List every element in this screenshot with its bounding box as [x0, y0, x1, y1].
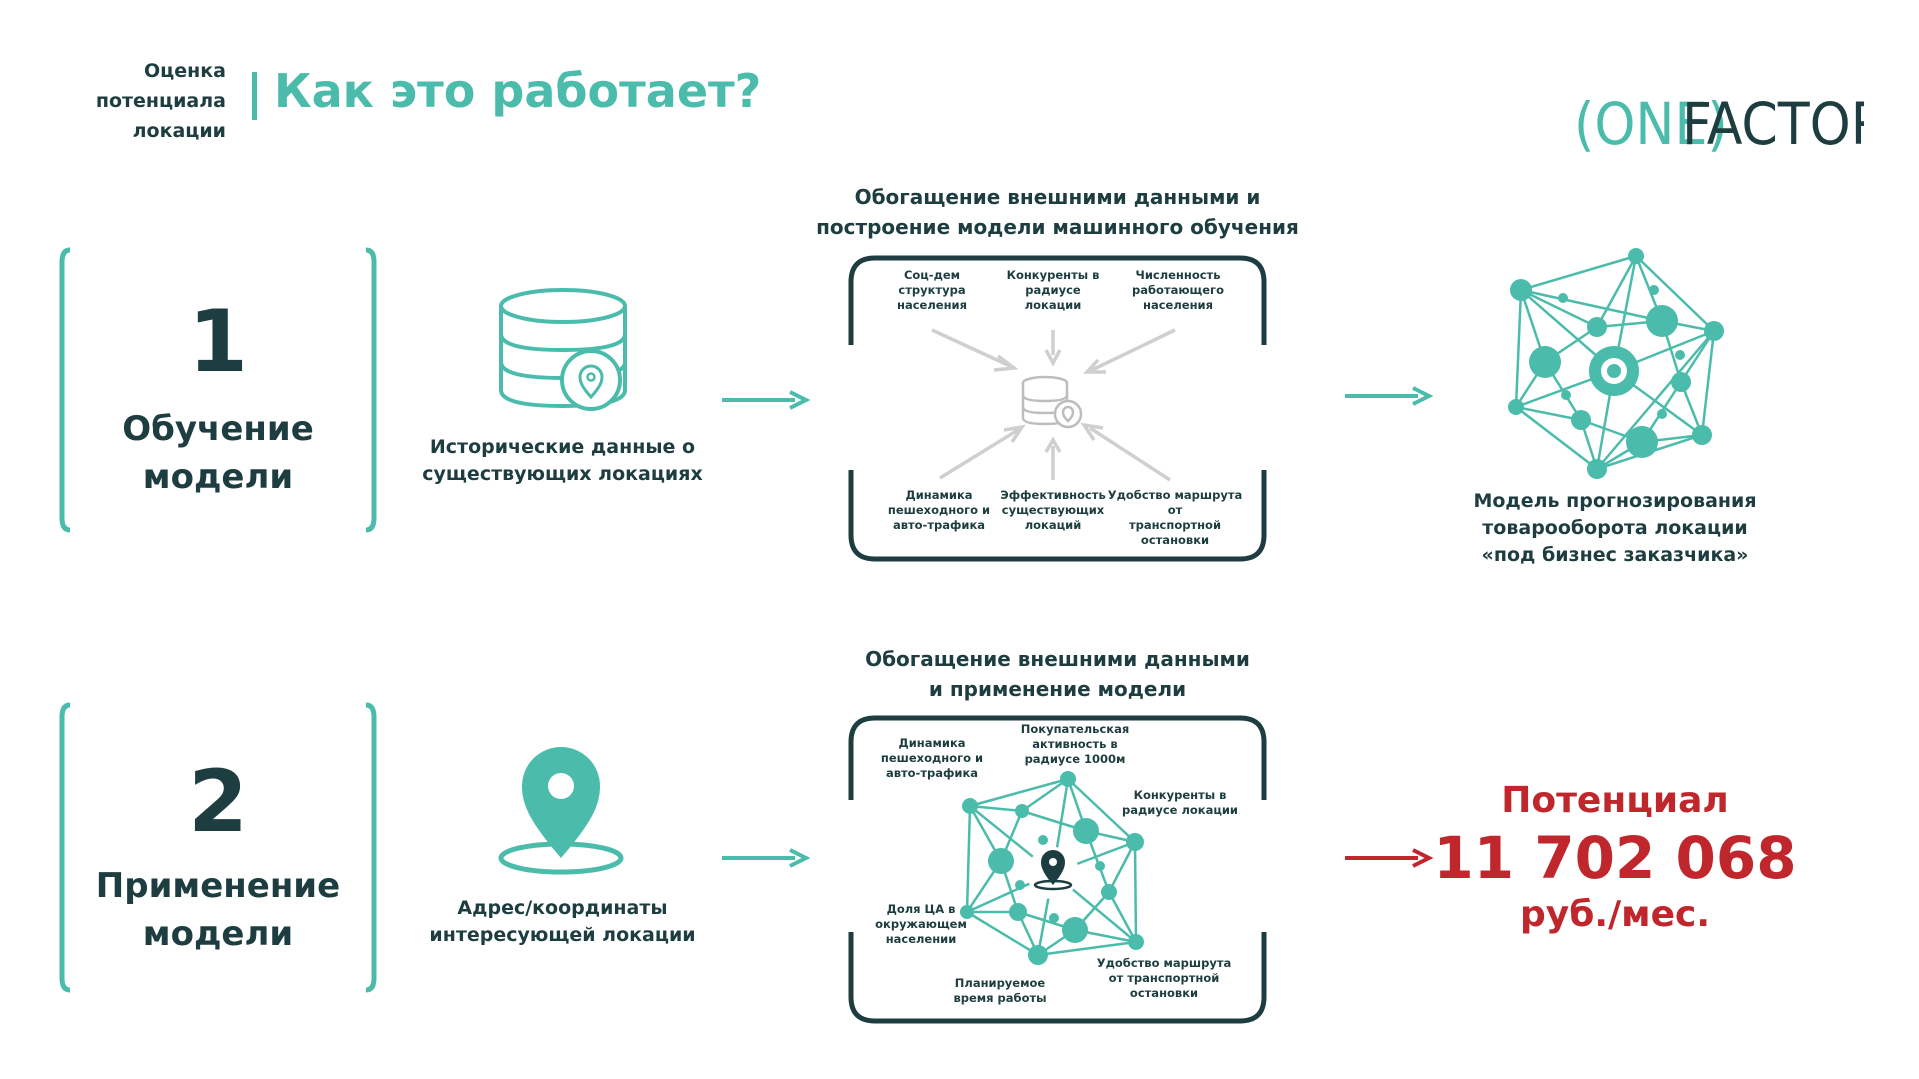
factor-line: Доля ЦА в [886, 902, 956, 916]
step2-label-line: Применение [95, 866, 341, 906]
factor-line: остановки [1140, 533, 1210, 547]
network-model-icon [1514, 254, 1716, 471]
logo-part-factor: FACTOR [1682, 90, 1864, 158]
factor-efficiency: Эффективность существующих локаций [992, 488, 1114, 533]
arrow-right-red-icon [1345, 848, 1434, 868]
factor-line: остановки [1129, 986, 1199, 1000]
factor-line: Удобство маршрута от [1107, 488, 1243, 517]
factor-line: Динамика [898, 736, 966, 750]
database-grey-icon [1021, 375, 1083, 429]
factor-line: время работы [953, 991, 1047, 1005]
factor-workers: Численность работающего населения [1112, 268, 1244, 313]
factor-competitors: Конкуренты в радиусе локации [990, 268, 1116, 313]
step1-output-caption: Модель прогнозирования товарооборота лок… [1460, 488, 1770, 569]
factor-line: авто-трафика [885, 766, 979, 780]
factor-line: населения [1143, 298, 1213, 312]
factor-line: Численность [1135, 268, 1221, 282]
factor-socdem: Соц-дем структура населения [872, 268, 992, 313]
factor-line: Соц-дем [903, 268, 961, 282]
subtitle-line: Оценка [144, 60, 226, 82]
step1-label: Обучение модели [68, 405, 368, 501]
factor-line: Конкуренты в [1006, 268, 1100, 282]
factor-line: Удобство маршрута [1096, 956, 1232, 970]
arrow-right-icon [722, 848, 811, 868]
factor-line: существующих [1001, 503, 1105, 517]
caption-line: Модель прогнозирования [1473, 490, 1757, 512]
factor-line: радиусе 1000м [1024, 752, 1126, 766]
potential-label: Потенциал [1501, 780, 1729, 821]
step1-label-line: Обучение [122, 409, 314, 449]
factor-line: Эффективность [1000, 488, 1106, 502]
step2-box-title: Обогащение внешними данными и применение… [800, 644, 1315, 704]
factor-route: Удобство маршрута от транспортной остано… [1100, 488, 1250, 548]
caption-line: существующих локациях [422, 463, 703, 485]
location-pin-dark-icon [1033, 850, 1073, 891]
factor-line: структура [898, 283, 966, 297]
subtitle-line: потенциала [95, 90, 226, 112]
title-divider [252, 72, 257, 120]
factor-line: Покупательская [1020, 722, 1130, 736]
box-title-line: Обогащение внешними данными [865, 647, 1250, 671]
factor-purchase-activity: Покупательская активность в радиусе 1000… [1010, 722, 1140, 767]
factor-line: транспортной [1128, 518, 1222, 532]
factor-traffic: Динамика пешеходного и авто-трафика [872, 736, 992, 781]
box-title-line: Обогащение внешними данными и [854, 185, 1261, 209]
box-title-line: и применение модели [928, 677, 1187, 701]
step2-label-line: модели [142, 914, 294, 954]
page-title: Как это работает? [274, 64, 762, 118]
step1-label-line: модели [142, 457, 294, 497]
factor-line: населении [885, 932, 957, 946]
factor-traffic: Динамика пешеходного и авто-трафика [874, 488, 1004, 533]
arrow-right-icon [722, 390, 811, 410]
factor-line: активность в [1032, 737, 1118, 751]
potential-value: 11 702 068 [1433, 824, 1797, 892]
factor-competitors: Конкуренты в радиусе локации [1110, 788, 1250, 818]
step1-box-title: Обогащение внешними данными и построение… [780, 182, 1335, 242]
factor-line: окружающем [875, 917, 967, 931]
factor-line: Конкуренты в [1133, 788, 1227, 802]
factor-line: от транспортной [1108, 971, 1220, 985]
factor-line: работающего [1132, 283, 1224, 297]
step1-input-caption: Исторические данные о существующих локац… [420, 434, 705, 488]
caption-line: Исторические данные о [429, 436, 696, 458]
factor-ta-share: Доля ЦА в окружающем населении [866, 902, 976, 947]
location-pin-icon [498, 747, 624, 875]
step2-label: Применение модели [68, 862, 368, 958]
logo-part-one: (ONE) [1574, 90, 1728, 158]
factor-line: Планируемое [954, 976, 1046, 990]
network-nodes [1508, 248, 1724, 479]
database-location-icon [499, 288, 627, 411]
factor-line: пешеходного и [880, 751, 984, 765]
step2-number: 2 [188, 752, 248, 852]
step1-number: 1 [188, 292, 248, 392]
factor-line: локаций [1024, 518, 1082, 532]
factor-line: Динамика [905, 488, 973, 502]
caption-line: «под бизнес заказчика» [1481, 544, 1749, 566]
factor-working-hours: Планируемое время работы [940, 976, 1060, 1006]
caption-line: интересующей локации [429, 924, 696, 946]
factor-line: населения [897, 298, 967, 312]
caption-line: товарооборота локации [1482, 517, 1748, 539]
step2-input-caption: Адрес/координаты интересующей локации [420, 895, 705, 949]
factor-line: авто-трафика [892, 518, 986, 532]
factor-route: Удобство маршрута от транспортной остано… [1094, 956, 1234, 1001]
caption-line: Адрес/координаты [457, 897, 668, 919]
box-title-line: построение модели машинного обучения [816, 215, 1299, 239]
potential-unit: руб./мес. [1519, 894, 1711, 935]
factor-line: локации [1024, 298, 1082, 312]
factor-arrows [931, 328, 1176, 482]
subtitle-line: локации [132, 120, 226, 142]
factor-line: радиусе [1025, 283, 1081, 297]
onefactor-logo: (ONE) FACTOR [1574, 90, 1864, 158]
factor-line: пешеходного и [887, 503, 991, 517]
arrow-right-icon [1345, 386, 1434, 406]
factor-line: радиусе локации [1122, 803, 1238, 817]
page-subtitle: Оценка потенциала локации [60, 56, 226, 146]
